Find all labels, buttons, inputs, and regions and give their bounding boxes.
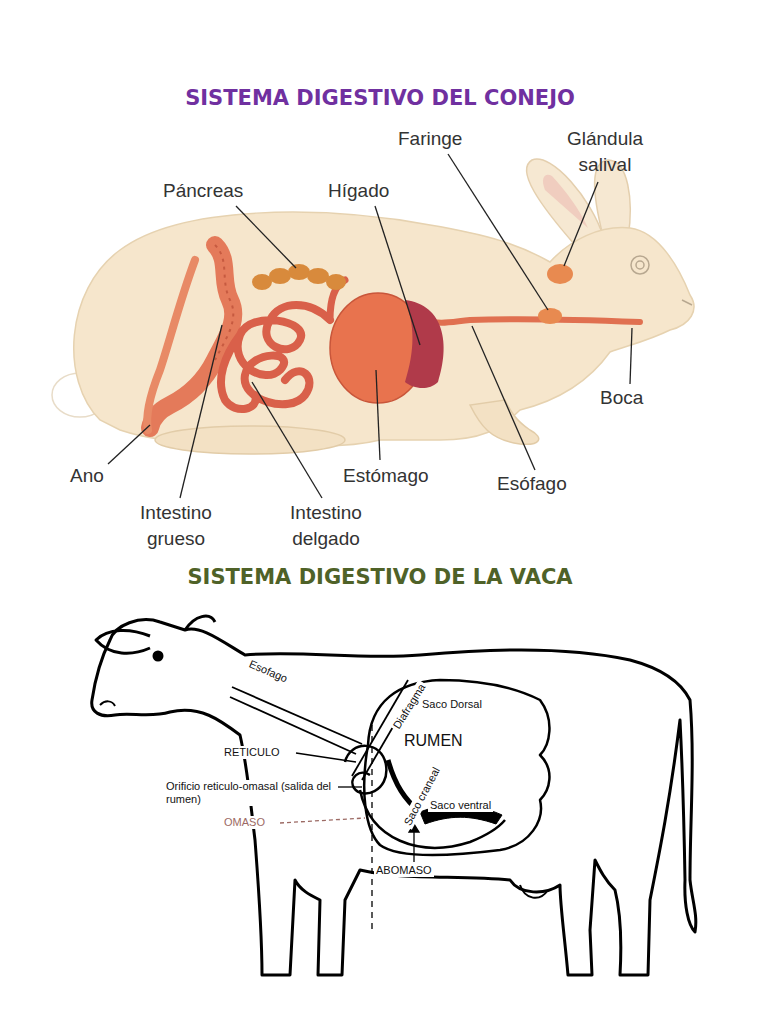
part-label: Esófago bbox=[497, 471, 567, 497]
part-label: Glándula salival bbox=[540, 126, 670, 178]
part-label: Faringe bbox=[398, 126, 462, 152]
part-label: Ano bbox=[70, 463, 104, 489]
part-label: Páncreas bbox=[163, 178, 243, 204]
part-label: Orificio reticulo-omasal (salida del rum… bbox=[164, 780, 338, 806]
part-label: Estómago bbox=[343, 463, 429, 489]
part-label: Hígado bbox=[328, 178, 389, 204]
part-label: Saco ventral bbox=[428, 799, 493, 812]
section-heading: SISTEMA DIGESTIVO DE LA VACA bbox=[0, 565, 764, 589]
cow-leader-lines bbox=[280, 725, 419, 930]
cow-illustration bbox=[92, 616, 696, 975]
part-label: Esofago bbox=[245, 657, 291, 686]
diagram-title: SISTEMA DIGESTIVO DEL CONEJO bbox=[0, 86, 764, 110]
part-label: RUMEN bbox=[402, 732, 465, 750]
part-label: Intestino grueso bbox=[115, 500, 237, 552]
part-label: Intestino delgado bbox=[262, 500, 390, 552]
leader-lines bbox=[108, 154, 632, 498]
part-label: RETICULO bbox=[222, 746, 282, 759]
part-label: Saco Dorsal bbox=[420, 698, 484, 711]
part-label: ABOMASO bbox=[374, 864, 434, 877]
rabbit-illustration bbox=[52, 159, 694, 454]
part-label: OMASO bbox=[222, 816, 267, 829]
part-label: Boca bbox=[600, 385, 643, 411]
